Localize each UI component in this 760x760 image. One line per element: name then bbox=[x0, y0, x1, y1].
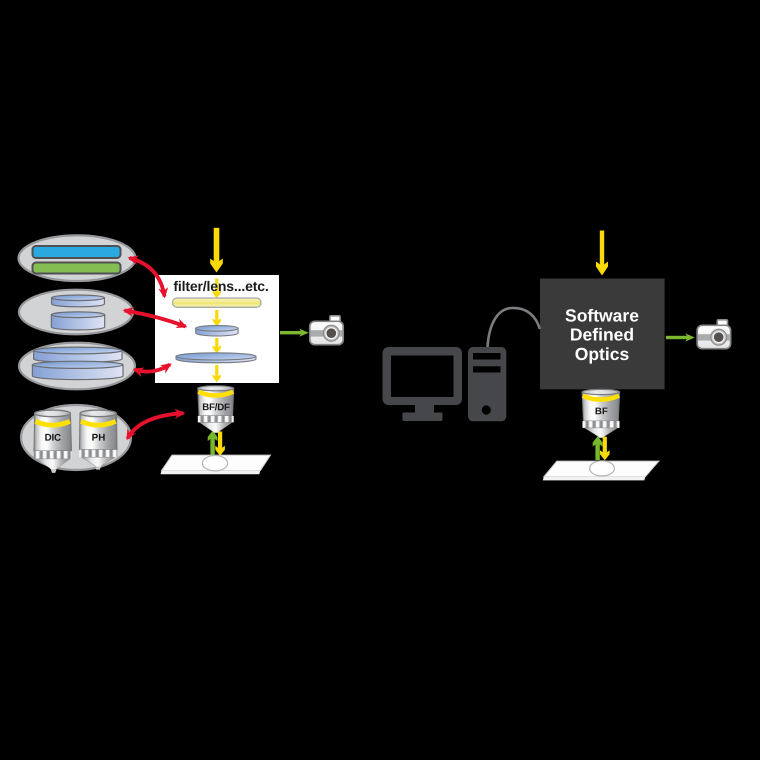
svg-text:BF/DF: BF/DF bbox=[202, 402, 230, 413]
svg-text:PH: PH bbox=[92, 433, 106, 444]
svg-text:filter/lens...etc.: filter/lens...etc. bbox=[173, 278, 268, 294]
svg-text:Optics: Optics bbox=[575, 344, 630, 364]
svg-text:Defined: Defined bbox=[570, 324, 634, 344]
svg-text:BF: BF bbox=[595, 406, 608, 417]
svg-text:DIC: DIC bbox=[45, 433, 61, 444]
svg-text:Software: Software bbox=[565, 305, 639, 325]
